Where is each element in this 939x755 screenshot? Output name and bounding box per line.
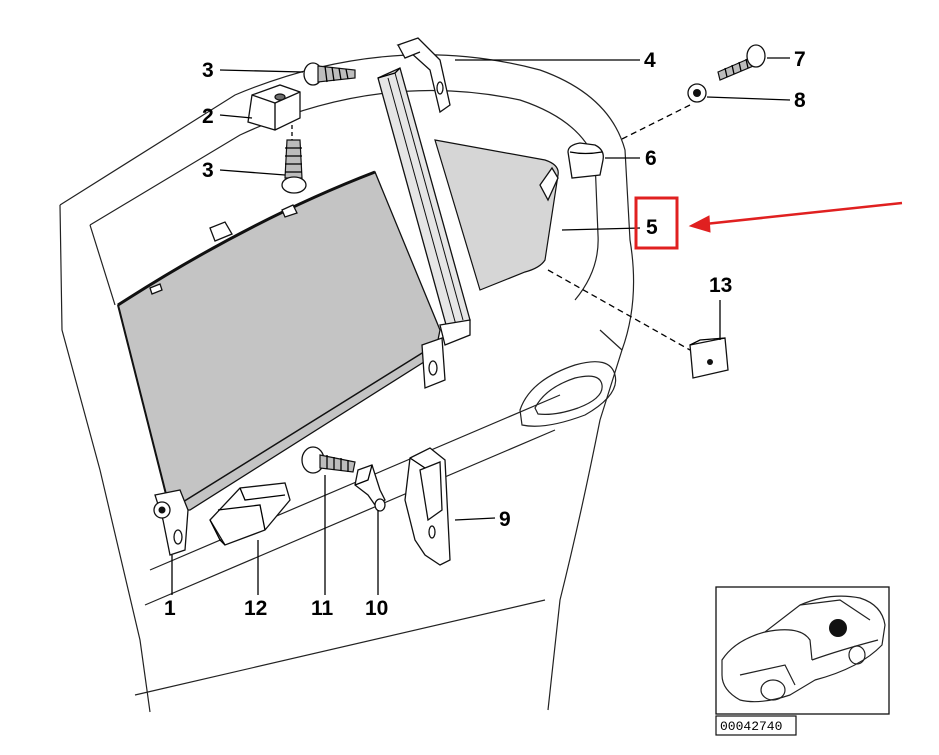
callout-13: 13 <box>709 274 732 297</box>
callout-8: 8 <box>794 89 806 112</box>
part-3-screw-lower <box>281 139 307 194</box>
sunblind-roller-blind <box>117 170 441 511</box>
part-11-screw <box>301 446 356 474</box>
car-locator-icon <box>721 595 886 703</box>
callout-12: 12 <box>244 597 267 620</box>
part-2-clip <box>247 84 301 131</box>
part-7-bolt <box>717 44 766 81</box>
callout-1: 1 <box>164 597 176 620</box>
part-13-clip <box>689 337 729 379</box>
callout-4: 4 <box>644 49 656 72</box>
part-6-cap <box>567 142 604 179</box>
part-4-bracket <box>396 37 451 114</box>
reference-code: 00042740 <box>720 719 782 734</box>
leader-lines <box>171 57 791 595</box>
part-8-washer <box>687 83 707 103</box>
callout-6: 6 <box>645 147 657 170</box>
guide-rail <box>377 67 471 389</box>
callout-5: 5 <box>646 216 658 239</box>
highlight-arrow-head <box>688 215 711 233</box>
callout-7: 7 <box>794 48 806 71</box>
callout-labels: 1 2 3 3 4 5 6 7 8 9 10 11 12 13 <box>164 48 806 620</box>
part-10-clip <box>354 464 386 512</box>
locator-inset: 00042740 <box>715 586 890 736</box>
part-9-bracket <box>404 447 451 566</box>
callout-11: 11 <box>311 597 334 620</box>
part-1-mount <box>153 489 189 556</box>
callout-2: 2 <box>202 105 214 128</box>
highlight-arrow-shaft <box>704 201 903 226</box>
callout-3-lower: 3 <box>202 159 214 182</box>
highlight-box <box>634 196 679 250</box>
sunblind-housing <box>434 139 559 291</box>
highlight-annotation <box>634 196 903 250</box>
part-3-screw-upper <box>303 62 356 86</box>
callout-10: 10 <box>365 597 388 620</box>
callout-3-upper: 3 <box>202 59 214 82</box>
part-12-block <box>209 482 291 546</box>
callout-9: 9 <box>499 508 511 531</box>
